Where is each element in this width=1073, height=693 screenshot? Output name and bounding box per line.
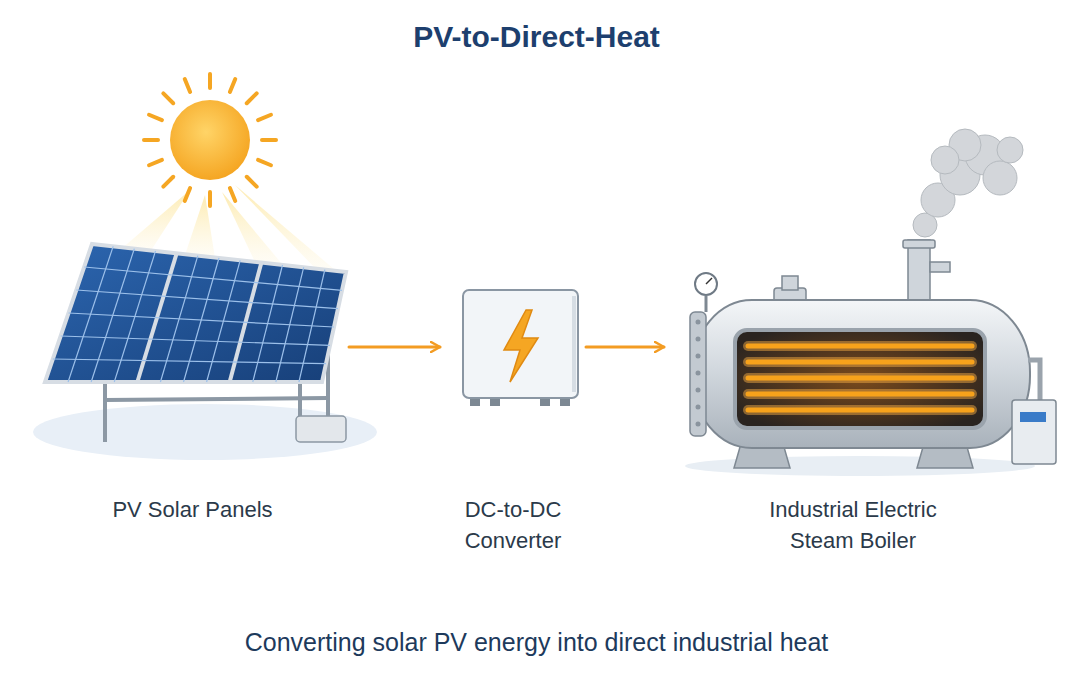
heating-elements (748, 346, 972, 410)
steam-pipe (774, 240, 950, 304)
component-node: PV Solar Panels (40, 85, 345, 540)
flow-arrow (349, 346, 440, 349)
control-box (1012, 360, 1056, 464)
junction-box (296, 416, 346, 442)
solar-panel (45, 244, 346, 382)
component-node: DC-to-DC Converter (444, 280, 582, 540)
diagram-caption: Converting solar PV energy into direct i… (0, 628, 1073, 657)
sun (170, 100, 250, 180)
component-label: PV Solar Panels (112, 497, 272, 522)
ground-shadow (33, 404, 377, 460)
flange-bolts (696, 320, 701, 427)
heater-window (735, 330, 985, 428)
steam-cloud (913, 129, 1023, 237)
sun-rays (144, 74, 276, 206)
dc-converter (463, 290, 578, 406)
boiler-body (692, 300, 1030, 448)
panel-grid (53, 246, 342, 382)
component-label: Industrial Electric Steam Boiler (769, 497, 937, 553)
boiler-flange (690, 312, 706, 436)
component-label: DC-to-DC Converter (465, 497, 562, 553)
component-node: Industrial Electric Steam Boiler (668, 120, 1038, 540)
pressure-gauge (695, 273, 717, 312)
flow-arrow (586, 346, 664, 349)
diagram-title: PV-to-Direct-Heat (0, 20, 1073, 54)
